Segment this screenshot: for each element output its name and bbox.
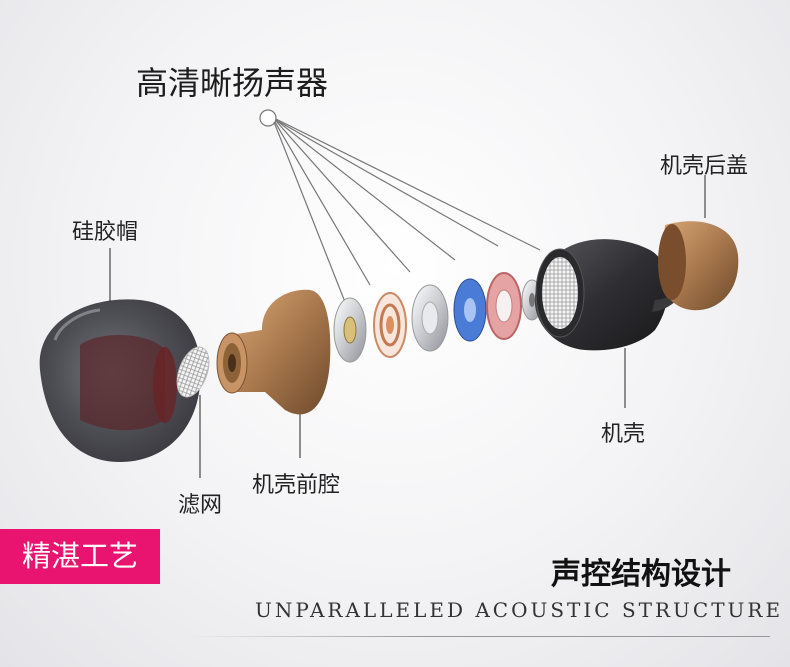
craftsmanship-badge: 精湛工艺: [0, 529, 160, 584]
silicone-tip: [39, 299, 201, 462]
filter-mesh: [176, 346, 210, 398]
callout-line-2: [274, 121, 371, 286]
section-subheading: UNPARALLELED ACOUSTIC STRUCTURE DESIGN: [255, 598, 790, 622]
housing-label: 机壳: [601, 422, 646, 447]
speaker-red-ring: [486, 272, 522, 340]
speaker-label: 高清晰扬声器: [136, 64, 329, 102]
label-pointer-lines: [109, 175, 706, 478]
rear-cover-part: [658, 221, 739, 311]
housing-part: [534, 239, 688, 351]
callout-line-1: [273, 121, 346, 303]
callout-line-5: [275, 119, 499, 247]
silicone-tip-label: 硅胶帽: [72, 220, 139, 245]
callout-line-3: [275, 120, 411, 273]
heading-divider: [190, 636, 770, 637]
callout-line-6: [275, 118, 541, 251]
front-cavity-label: 机壳前腔: [252, 473, 341, 498]
section-heading: 声控结构设计: [551, 557, 731, 592]
callout-line-4: [275, 119, 456, 261]
callout-anchor: [259, 109, 277, 127]
front-cavity-part: [216, 289, 331, 415]
rear-cover-label: 机壳后盖: [660, 154, 749, 179]
speaker-driver-ring-1: [333, 297, 367, 363]
filter-mesh-label: 滤网: [178, 493, 223, 518]
speaker-blue-part: [453, 278, 487, 342]
speaker-magnet-ring: [411, 284, 449, 352]
speaker-coil: [373, 292, 407, 358]
speaker-callout-lines: [259, 109, 541, 303]
